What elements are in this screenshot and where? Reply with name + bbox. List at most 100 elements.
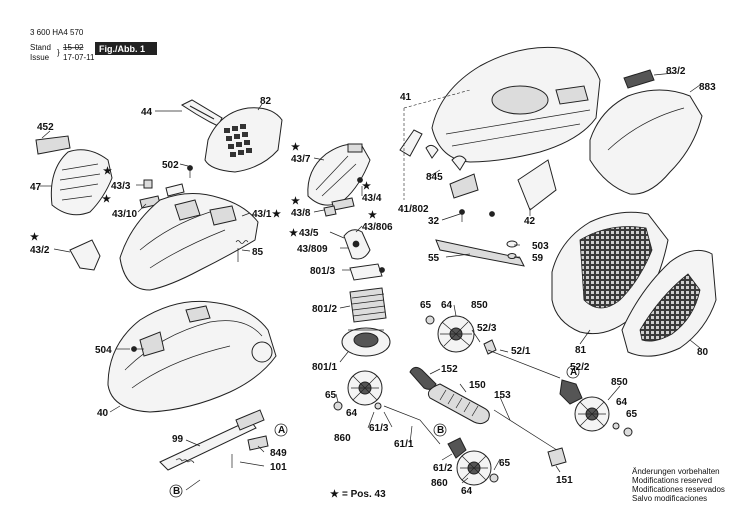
grass-box-80-drawing	[621, 249, 717, 357]
part-label: 99	[172, 434, 184, 445]
modifications-notice: Änderungen vorbehalten Modifications res…	[632, 467, 725, 503]
footnote-text: = Pos. 43	[342, 489, 386, 500]
part-label: 82	[260, 96, 272, 107]
blade-55-drawing	[435, 239, 525, 267]
issue-value: 17-07-11	[63, 53, 95, 62]
part-label: 43/2	[30, 245, 50, 256]
part-label: 801/1	[312, 362, 337, 373]
footnote: ★ = Pos. 43	[330, 489, 386, 500]
part-label: 43/4	[362, 193, 382, 204]
small-parts-43-4	[323, 177, 363, 217]
brace-glyph: }	[57, 48, 60, 57]
part-label: 64	[441, 300, 453, 311]
star-marker: ★	[289, 228, 298, 239]
footnote-star: ★	[330, 489, 339, 500]
part-label: 503	[532, 241, 549, 252]
notice-line: Salvo modificaciones	[632, 494, 707, 503]
part-label: 43/7	[291, 154, 311, 165]
ref-label: A	[278, 425, 285, 436]
wheel-rear-right-drawing	[574, 396, 633, 437]
side-cover-drawing	[50, 149, 113, 216]
part-drawings	[35, 46, 717, 498]
brand-label-drawing	[35, 135, 71, 155]
ref-label: B	[437, 425, 444, 436]
part-label: 801/2	[312, 304, 337, 315]
part-label: 65	[325, 390, 337, 401]
upper-housing-drawing	[119, 193, 259, 291]
end-cap-151-drawing	[547, 447, 567, 467]
part-label: 43/8	[291, 208, 311, 219]
notice-line: Änderungen vorbehalten	[632, 467, 720, 476]
part-label: 64	[346, 408, 358, 419]
reference-circles	[169, 365, 580, 498]
part-label: 61/3	[369, 423, 389, 434]
part-label: 61/1	[394, 439, 414, 450]
doc-number: 3 600 HA4 570	[30, 28, 84, 37]
part-label: 81	[575, 345, 587, 356]
notice-line: Modificationes reservados	[632, 485, 725, 494]
figure-badge	[95, 42, 157, 55]
star-marker: ★	[291, 196, 300, 207]
roller-150-drawing	[409, 366, 490, 425]
grip-83-2-drawing	[623, 69, 655, 89]
part-label: 55	[428, 253, 440, 264]
part-label: 151	[556, 475, 573, 486]
part-label: 65	[499, 458, 511, 469]
title-block: 3 600 HA4 570 Stand Issue } 15-02 17-07-…	[30, 28, 157, 62]
star-marker: ★	[30, 232, 39, 243]
star-marker: ★	[291, 142, 300, 153]
wheel-rear-left-drawing	[333, 370, 383, 411]
keypad-cover-drawing	[204, 107, 283, 173]
notice-line: Modifications reserved	[632, 476, 712, 485]
ref-label: A	[570, 367, 577, 378]
star-marker: ★	[368, 210, 377, 221]
wheel-front-left-drawing	[456, 450, 499, 486]
leader-lines	[40, 72, 701, 491]
part-label: 860	[334, 433, 351, 444]
star-markers: ★ ★ ★ ★ ★ ★ ★ ★ ★	[30, 142, 377, 243]
part-label: 502	[162, 160, 179, 171]
part-label: 43/3	[111, 181, 131, 192]
part-label: 43/1	[252, 209, 272, 220]
part-label: 44	[141, 107, 153, 118]
figure-label: Fig./Abb. 1	[99, 44, 145, 54]
washers-503-59	[506, 240, 518, 259]
stand-label: Stand	[30, 43, 51, 52]
part-label: 152	[441, 364, 458, 375]
top-cover-883-drawing	[589, 89, 703, 195]
part-label: 47	[30, 182, 42, 193]
handle-cap-drawing	[180, 99, 223, 127]
part-label: 43/10	[112, 209, 137, 220]
part-label: 43/5	[299, 228, 319, 239]
part-label: 850	[611, 377, 628, 388]
part-label: 42	[524, 216, 536, 227]
switch-housing-drawing	[307, 143, 371, 206]
spring-85-drawing	[235, 240, 249, 262]
bracket-845-drawing	[399, 129, 479, 199]
height-lever-52-2-drawing	[559, 379, 583, 405]
part-label: 845	[426, 172, 443, 183]
mower-deck-drawing	[431, 46, 601, 163]
screw-32-drawing	[459, 209, 495, 222]
ref-label: B	[173, 486, 180, 497]
part-label: 860	[431, 478, 448, 489]
axle-61-drawing	[374, 402, 441, 445]
bracket-61-2-drawing	[447, 437, 467, 459]
part-label: 101	[270, 462, 287, 473]
part-label: 43/809	[297, 244, 328, 255]
shaft-153-drawing	[493, 409, 561, 453]
part-label: 59	[532, 253, 544, 264]
part-label: 150	[469, 380, 486, 391]
part-label: 52/1	[511, 346, 531, 357]
part-label: 801/3	[310, 266, 335, 277]
issue-label: Issue	[30, 53, 50, 62]
part-label: 64	[461, 486, 473, 497]
part-label: 153	[494, 390, 511, 401]
axle-rod-52-drawing	[483, 339, 561, 379]
part-label: 41	[400, 92, 412, 103]
handle-rail-drawing	[159, 409, 269, 471]
part-label: 52/3	[477, 323, 497, 334]
part-label: 41/802	[398, 204, 429, 215]
motor-cover-drawing	[349, 263, 385, 281]
